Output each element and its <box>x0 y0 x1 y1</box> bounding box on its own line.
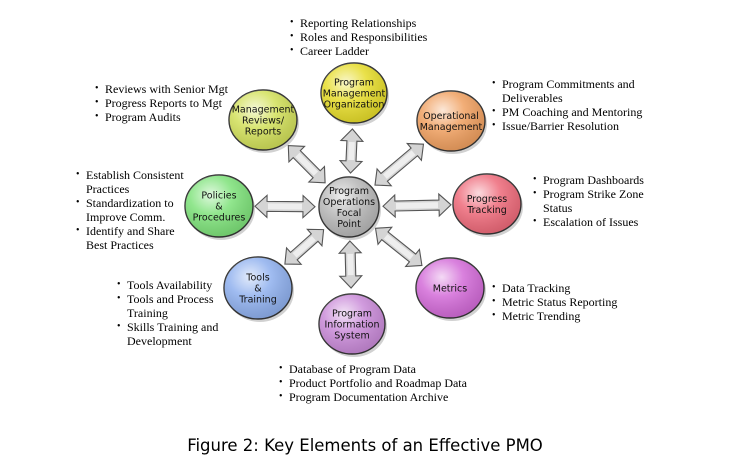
node-label-line: Management <box>420 122 483 133</box>
bullets-operational-management: Program Commitments and Deliverables PM … <box>492 77 652 133</box>
bullets-program-information-system: Database of Program Data Product Portfol… <box>279 362 509 404</box>
node-label-line: Tracking <box>466 205 507 216</box>
bullet-item: Tools Availability <box>117 278 233 292</box>
bullets-metrics: Data Tracking Metric Status Reporting Me… <box>492 281 662 323</box>
bullet-item: Skills Training and Development <box>117 320 233 348</box>
connector-arrow-progress-tracking <box>382 192 452 219</box>
bullet-item: Career Ladder <box>290 44 460 58</box>
node-label-line: Operations <box>323 197 375 208</box>
bullet-item: Establish Consistent Practices <box>76 168 188 196</box>
figure-caption: Figure 2: Key Elements of an Effective P… <box>187 436 543 455</box>
bullet-item: Metric Status Reporting <box>492 295 662 309</box>
node-label-line: & <box>254 284 262 295</box>
bullet-item: Database of Program Data <box>279 362 509 376</box>
bullet-item: Program Dashboards <box>533 173 658 187</box>
bullet-item: Program Strike Zone Status <box>533 187 658 215</box>
node-label-line: Operational <box>423 111 479 122</box>
node-tools-training: Tools&Training <box>223 256 294 322</box>
node-label-line: Organization <box>324 100 385 111</box>
node-label-line: Procedures <box>193 213 246 224</box>
node-metrics: Metrics <box>415 257 486 321</box>
bullet-item: Program Documentation Archive <box>279 390 509 404</box>
bullet-item: Issue/Barrier Resolution <box>492 119 652 133</box>
connector-arrow-program-information-system <box>337 240 364 289</box>
node-label-line: Progress <box>467 194 508 205</box>
node-label-line: Management <box>232 105 295 116</box>
connector-arrow-metrics <box>374 226 423 268</box>
node-label-line: Program <box>329 186 369 197</box>
node-label-line: Program <box>334 78 374 89</box>
bullet-item: Identify and Share Best Practices <box>76 224 188 252</box>
connector-arrows <box>254 128 452 289</box>
connector-arrow-management-reviews-reports <box>287 145 326 184</box>
bullets-management-reviews-reports: Reviews with Senior Mgt Progress Reports… <box>95 82 255 124</box>
node-label-line: Program <box>332 309 372 320</box>
connector-arrow-policies-procedures <box>254 194 316 219</box>
node-label-line: Tools <box>245 273 269 284</box>
node-label-line: Reviews/ <box>242 116 285 127</box>
bullets-program-management-organization: Reporting Relationships Roles and Respon… <box>290 16 460 58</box>
connector-arrow-program-management-organization <box>338 128 365 174</box>
bullet-item: Reporting Relationships <box>290 16 460 30</box>
bullet-item: Escalation of Issues <box>533 215 658 229</box>
bullets-tools-training: Tools Availability Tools and Process Tra… <box>117 278 233 348</box>
node-label-line: Management <box>323 89 386 100</box>
node-label-line: Metrics <box>433 284 468 295</box>
node-label-line: Training <box>238 295 277 306</box>
bullets-policies-procedures: Establish Consistent Practices Standardi… <box>76 168 188 252</box>
bullet-item: Reviews with Senior Mgt <box>95 82 255 96</box>
connector-arrow-operational-management <box>374 142 425 187</box>
bullet-item: Progress Reports to Mgt <box>95 96 255 110</box>
node-label-line: & <box>215 202 223 213</box>
node-label-line: System <box>334 331 369 342</box>
bullet-item: Program Commitments and Deliverables <box>492 77 652 105</box>
element-nodes: ProgramOperationsFocalPointProgramManage… <box>184 62 523 357</box>
node-label-line: Point <box>337 219 361 230</box>
bullet-item: PM Coaching and Mentoring <box>492 105 652 119</box>
bullet-item: Program Audits <box>95 110 255 124</box>
bullet-item: Metric Trending <box>492 309 662 323</box>
connector-arrow-tools-training <box>284 228 325 265</box>
bullet-item: Tools and Process Training <box>117 292 233 320</box>
node-label-line: Policies <box>201 191 236 202</box>
bullet-item: Data Tracking <box>492 281 662 295</box>
bullet-item: Roles and Responsibilities <box>290 30 460 44</box>
node-label-line: Reports <box>245 127 281 138</box>
node-policies-procedures: Policies&Procedures <box>184 174 255 240</box>
node-label-line: Information <box>325 320 380 331</box>
bullet-item: Product Portfolio and Roadmap Data <box>279 376 509 390</box>
bullets-progress-tracking: Program Dashboards Program Strike Zone S… <box>533 173 658 229</box>
node-label-line: Focal <box>337 208 362 219</box>
bullet-item: Standardization to Improve Comm. <box>76 196 188 224</box>
